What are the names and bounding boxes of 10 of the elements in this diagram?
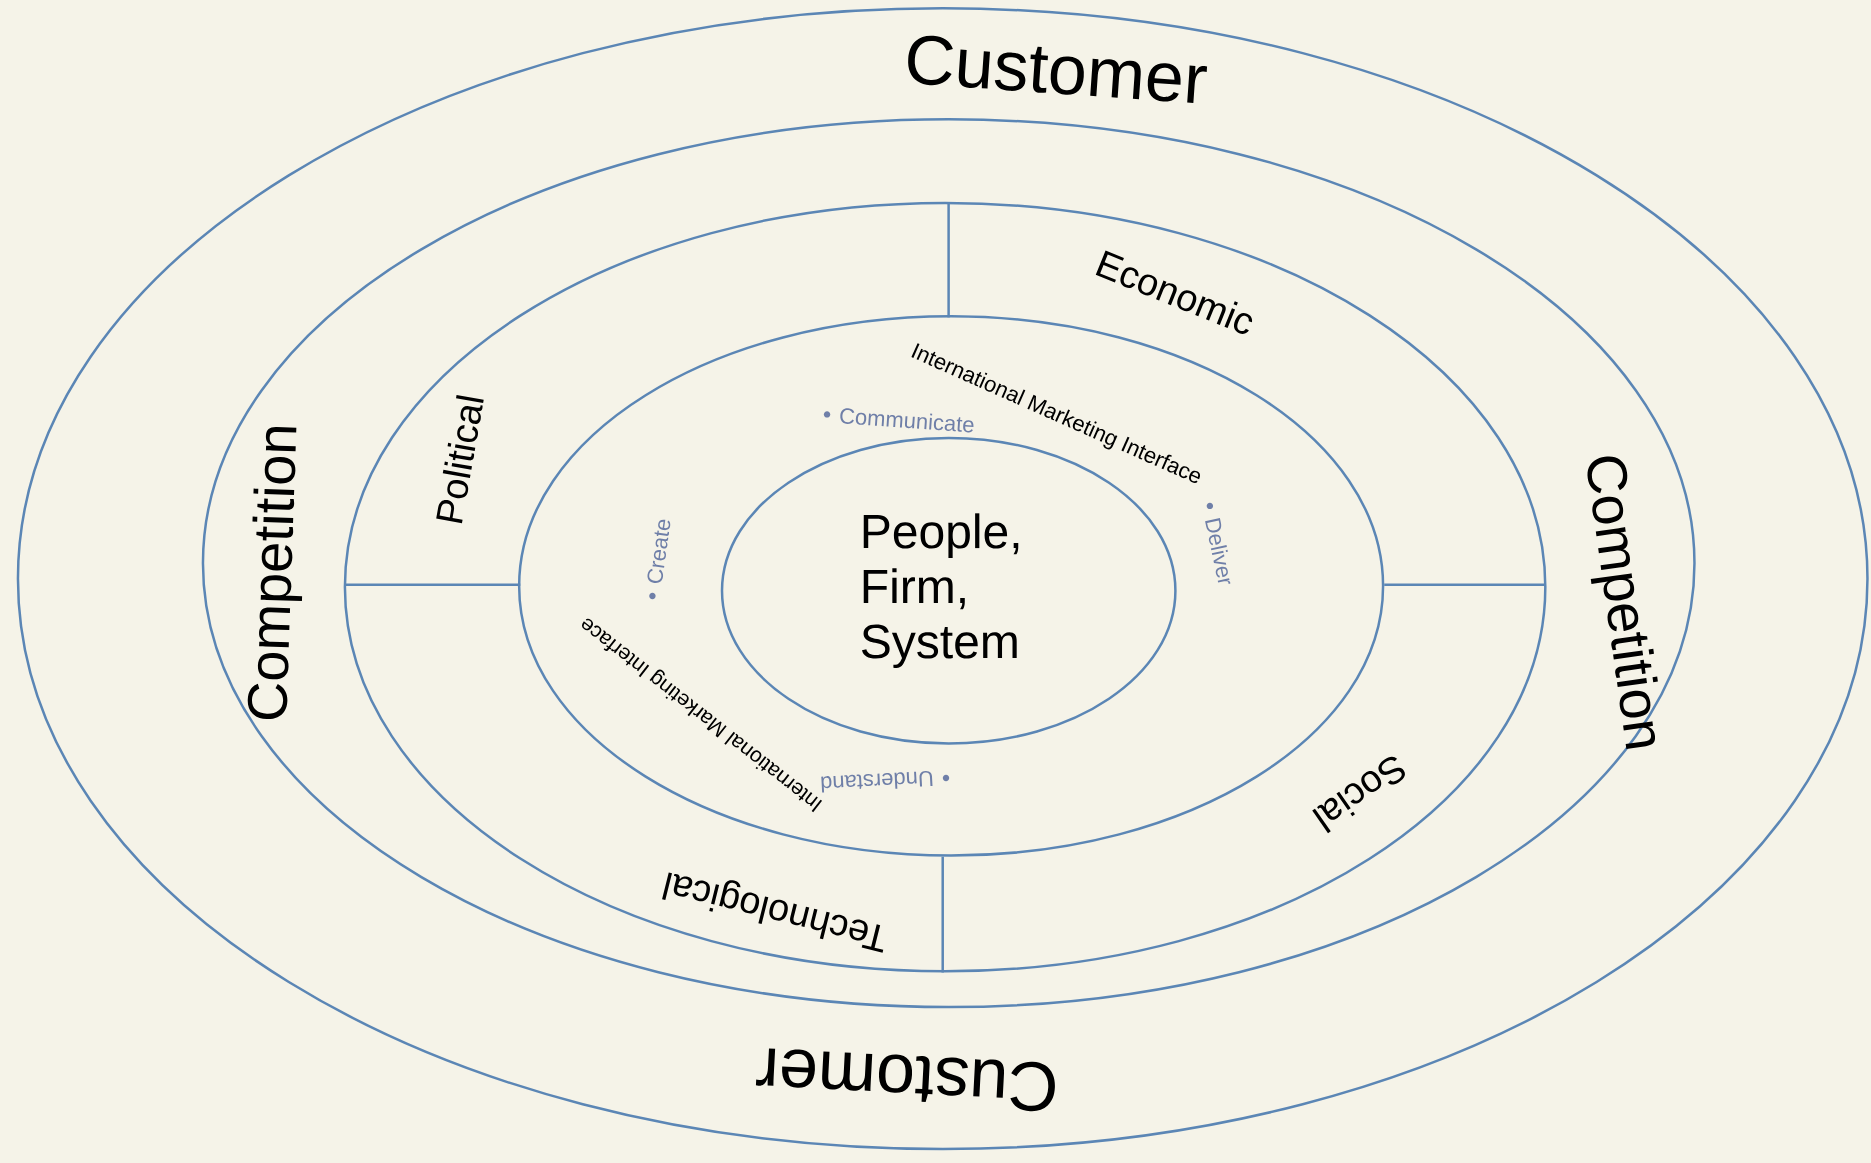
ring-label: People, Firm, System — [862, 513, 1019, 669]
ring-label: Create — [647, 519, 671, 583]
ring-label: Customer — [908, 35, 1208, 103]
ring-label: Deliver — [1205, 518, 1231, 584]
ring-label: Political — [436, 395, 484, 524]
ring-label: Understand — [821, 770, 933, 793]
ring-label: Customer — [755, 1048, 1055, 1112]
ring-label: Competition — [1587, 456, 1658, 749]
ring-label: Competition — [247, 426, 303, 720]
ring-label: Communicate — [840, 408, 974, 433]
